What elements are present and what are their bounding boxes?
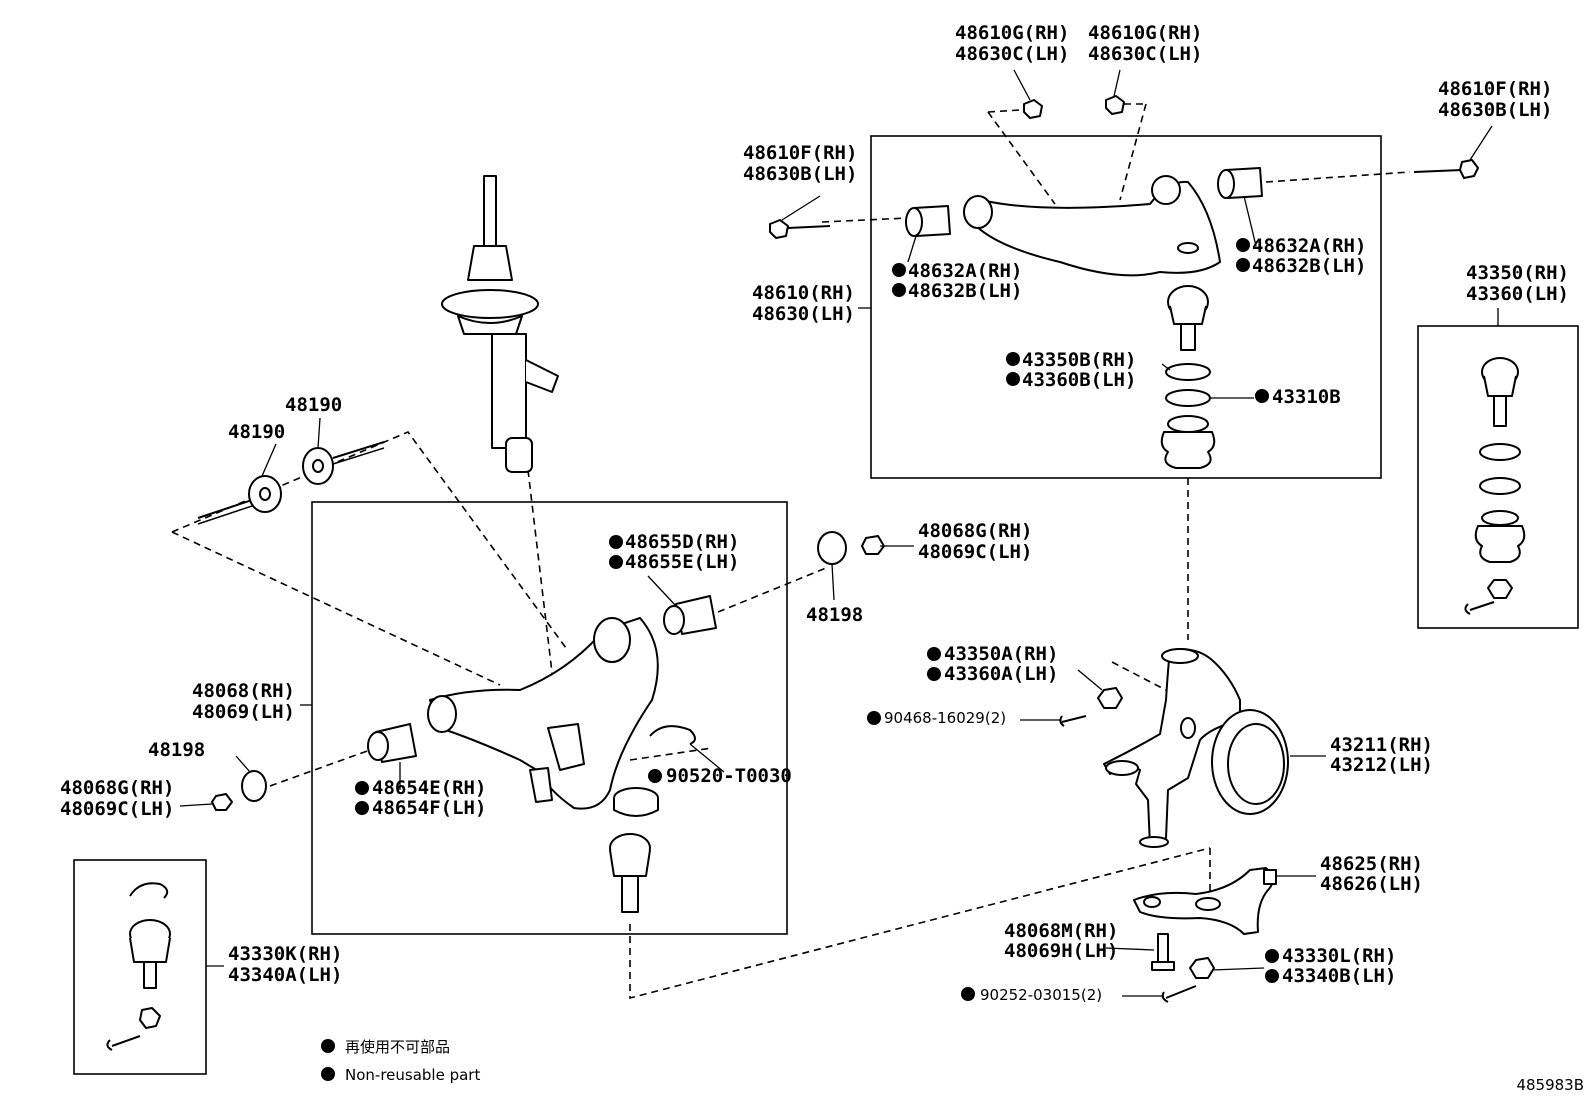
label-upper-arm: 48610(RH)48630(LH): [752, 282, 855, 325]
label-lower-ball-joint-kit: 43330K(RH)43340A(LH): [228, 943, 342, 986]
diagram-code: 485983B: [1516, 1076, 1584, 1094]
nut-left: [211, 793, 233, 811]
kit-dust-boot: [1474, 510, 1526, 563]
kit-lower-cotter-pin: [106, 1035, 141, 1051]
label-upper-ball-joint-kit: 43350(RH)43360(LH): [1466, 262, 1569, 305]
label-lower-arm: 48068(RH)48069(LH): [192, 680, 295, 723]
kit-lower-ball-joint: [129, 919, 171, 989]
kit-snap-ring: [1479, 443, 1521, 461]
steering-nut: [1189, 957, 1215, 979]
label-cam-bolt-a: 48190: [228, 421, 285, 443]
steering-knuckle: [1103, 648, 1289, 848]
lower-arm-rear-bushing: [367, 723, 417, 763]
assembly-lines: [171, 103, 1411, 1000]
cam-plate-right: [817, 531, 847, 565]
label-upper-nut-left: 48610G(RH)48630C(LH): [955, 22, 1069, 65]
upper-ring: [1165, 389, 1211, 407]
steering-arm: [1133, 867, 1277, 935]
cam-plate-left: [241, 770, 267, 802]
label-steering-bolt: 48068M(RH)48069H(LH): [1004, 920, 1118, 962]
label-knuckle-pin: 90468-16029(2): [884, 709, 1006, 727]
lower-arm-front-bushing: [663, 595, 717, 635]
kit-lower-snap-ring: [129, 882, 169, 899]
label-cam-plate-left: 48198: [148, 739, 205, 761]
upper-arm-left-bushing: [905, 205, 951, 237]
leader-lines: [179, 69, 1499, 997]
label-lower-bush-rear: 48654E(RH)48654F(LH): [372, 777, 486, 819]
upper-snap-ring: [1165, 363, 1211, 381]
cam-bolt-b: [302, 441, 385, 485]
shock-absorber: [441, 175, 559, 473]
cam-bolt-a: [197, 475, 282, 525]
label-upper-ring: 43310B: [1272, 386, 1341, 408]
non-reusable-markers: [355, 238, 1279, 1001]
upper-arm-group-box: [870, 135, 1382, 479]
label-lower-nut-right: 48068G(RH)48069C(LH): [918, 520, 1032, 563]
label-lower-ball-nut: 43330L(RH)43340B(LH): [1282, 945, 1396, 987]
kit-lower-castle-nut: [139, 1007, 161, 1029]
kit-ring: [1479, 477, 1521, 495]
upper-control-arm: [963, 175, 1221, 277]
upper-dust-boot: [1160, 415, 1216, 469]
lower-arm-group-box: [311, 501, 788, 935]
lower-control-arm: [427, 617, 659, 817]
label-knuckle-nut: 43350A(RH)43360A(LH): [944, 643, 1058, 685]
legend: 再使用不可部品 Non-reusable part: [321, 1038, 480, 1084]
label-cam-plate-right: 48198: [806, 604, 863, 626]
label-steering-arm: 48625(RH)48626(LH): [1320, 853, 1423, 895]
label-upper-bolt-right: 48610F(RH)48630B(LH): [1438, 78, 1552, 121]
label-lower-nut-left: 48068G(RH)48069C(LH): [60, 777, 174, 820]
knuckle-pin: [1059, 715, 1087, 727]
upper-bolt-right: [1413, 159, 1479, 179]
label-cam-bolt-b: 48190: [285, 394, 342, 416]
label-lower-bush-front: 48655D(RH)48655E(LH): [625, 531, 739, 573]
snap-ring-lower: [649, 725, 696, 745]
label-upper-nut-right: 48610G(RH)48630C(LH): [1088, 22, 1202, 65]
steering-bolt: [1151, 933, 1175, 971]
upper-bolt-left: [769, 219, 831, 239]
kit-upper-ball-joint: [1481, 357, 1519, 427]
lower-ball-joint-kit-box: [73, 859, 207, 1075]
lower-ball-joint: [609, 833, 651, 913]
upper-ball-joint: [1167, 285, 1209, 351]
kit-castle-nut: [1487, 579, 1513, 599]
label-snap-ring-lower: 90520-T0030: [666, 765, 792, 787]
label-upper-snap-ring: 43350B(RH)43360B(LH): [1022, 349, 1136, 391]
kit-cotter-pin: [1464, 601, 1495, 615]
legend-en: Non-reusable part: [345, 1066, 480, 1084]
upper-arm-right-bushing: [1217, 167, 1263, 199]
nut-right: [861, 535, 885, 555]
label-upper-bush-right: 48632A(RH)48632B(LH): [1252, 235, 1366, 277]
label-cotter-pin: 90252-03015(2): [980, 986, 1102, 1004]
upper-nut-right: [1105, 95, 1125, 115]
knuckle-nut: [1097, 687, 1123, 709]
cotter-pin: [1161, 985, 1197, 1003]
legend-jp: 再使用不可部品: [345, 1038, 450, 1056]
label-knuckle: 43211(RH)43212(LH): [1330, 734, 1433, 776]
label-upper-bolt-left: 48610F(RH)48630B(LH): [743, 142, 857, 185]
label-upper-bush-left: 48632A(RH)48632B(LH): [908, 260, 1022, 302]
upper-nut-left: [1023, 99, 1043, 119]
